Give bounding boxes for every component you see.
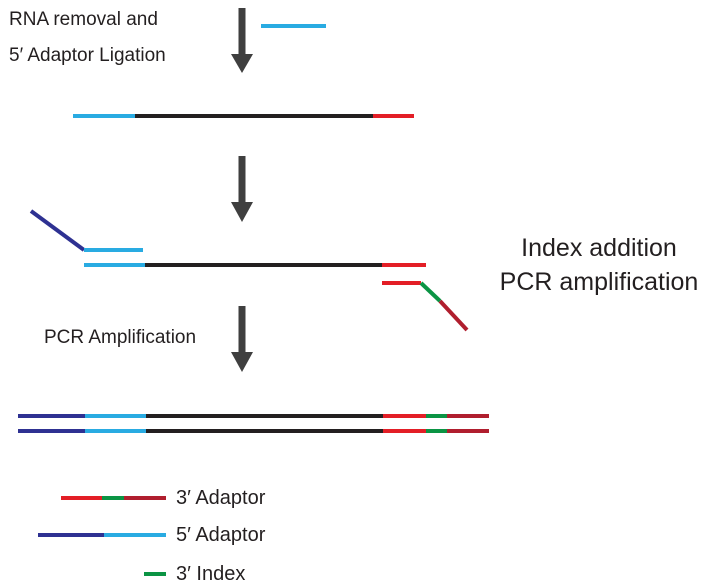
step1-label-line1: RNA removal and — [9, 9, 158, 30]
step3-label: PCR Amplification — [44, 327, 197, 348]
arrow-2 — [231, 156, 253, 222]
index-segment — [419, 281, 442, 303]
side-note-line2: PCR amplification — [499, 268, 699, 296]
5prime-primer-tail — [29, 209, 86, 252]
arrow-1 — [231, 8, 253, 73]
amplified-product — [18, 414, 489, 433]
primer-annealing — [29, 209, 469, 332]
side-note-line1: Index addition — [521, 234, 677, 262]
legend-label-3prime-index: 3′ Index — [176, 563, 246, 585]
step1-label-line2: 5′ Adaptor Ligation — [9, 45, 166, 66]
arrow-3 — [231, 306, 253, 372]
legend-label-3prime-adaptor: 3′ Adaptor — [176, 487, 266, 509]
legend-label-5prime-adaptor: 5′ Adaptor — [176, 524, 266, 546]
